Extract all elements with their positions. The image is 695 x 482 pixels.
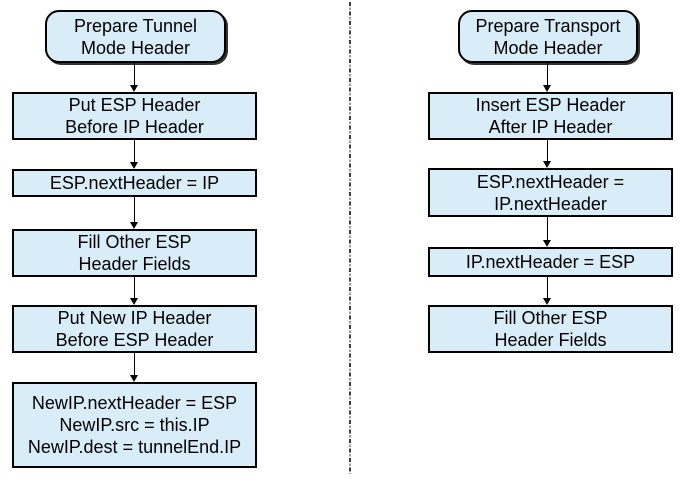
down-arrow xyxy=(130,277,139,305)
down-arrow xyxy=(543,140,552,168)
down-arrow xyxy=(543,63,552,92)
node-ip-nextheader-equals-esp: IP.nextHeader = ESP xyxy=(428,247,673,277)
node-text-line: Mode Header xyxy=(80,37,191,58)
node-prepare-transport-mode-header: Prepare Transport Mode Header xyxy=(458,10,638,63)
node-prepare-tunnel-mode-header: Prepare Tunnel Mode Header xyxy=(45,10,226,63)
node-text-line: After IP Header xyxy=(488,117,613,137)
node-text-line: ESP.nextHeader = IP xyxy=(49,173,220,193)
node-text-line: Prepare Tunnel xyxy=(73,15,198,36)
node-text-line: IP.nextHeader = ESP xyxy=(465,252,636,272)
node-text-line: Insert ESP Header xyxy=(475,95,626,115)
node-newip-field-assignments: NewIP.nextHeader = ESP NewIP.src = this.… xyxy=(12,382,257,468)
down-arrow xyxy=(130,63,139,92)
node-text-line: Put ESP Header xyxy=(68,95,201,115)
node-insert-esp-header-after-ip-header: Insert ESP Header After IP Header xyxy=(428,92,673,140)
dashed-divider-line xyxy=(349,2,351,474)
down-arrow xyxy=(130,353,139,382)
node-fill-other-esp-header-fields-tunnel: Fill Other ESP Header Fields xyxy=(12,229,257,277)
node-text-line: IP.nextHeader xyxy=(494,193,607,214)
node-fill-other-esp-header-fields-transport: Fill Other ESP Header Fields xyxy=(428,305,673,353)
node-text-line: NewIP.src = this.IP xyxy=(59,415,210,435)
node-text-line: Header Fields xyxy=(78,254,191,274)
node-put-esp-header-before-ip-header: Put ESP Header Before IP Header xyxy=(12,92,257,140)
node-esp-nextheader-equals-ip-nextheader: ESP.nextHeader = IP.nextHeader xyxy=(428,168,673,217)
node-text-line: Fill Other ESP xyxy=(77,232,192,252)
node-text-line: NewIP.nextHeader = ESP xyxy=(31,393,238,413)
node-text-line: ESP.nextHeader = xyxy=(476,171,625,192)
node-text-line: Header Fields xyxy=(494,330,607,350)
down-arrow xyxy=(130,140,139,169)
down-arrow xyxy=(130,197,139,229)
node-text-line: Mode Header xyxy=(493,37,603,58)
node-text-line: Before ESP Header xyxy=(55,330,214,350)
node-text-line: Prepare Transport xyxy=(475,15,621,36)
node-text-line: Put New IP Header xyxy=(57,308,212,328)
down-arrow xyxy=(543,217,552,247)
down-arrow xyxy=(543,277,552,305)
node-text-line: Fill Other ESP xyxy=(493,308,608,328)
node-put-new-ip-header-before-esp-header: Put New IP Header Before ESP Header xyxy=(12,305,257,353)
node-text-line: Before IP Header xyxy=(65,117,204,137)
node-text-line: NewIP.dest = tunnelEnd.IP xyxy=(27,437,242,457)
node-esp-nextheader-equals-ip: ESP.nextHeader = IP xyxy=(12,169,257,197)
